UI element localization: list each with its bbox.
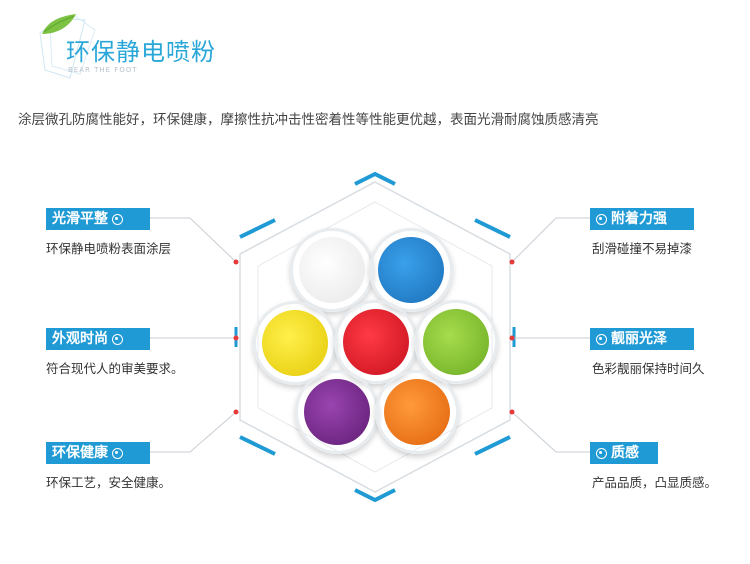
target-icon — [112, 447, 123, 459]
feature-gloss-desc: 色彩靓丽保持时间久 — [592, 361, 705, 376]
yellow-powder-cup — [253, 301, 337, 385]
feature-eco-desc: 环保工艺，安全健康。 — [46, 475, 172, 490]
feature-texture-desc: 产品品质，凸显质感。 — [592, 475, 718, 490]
intro-text: 涂层微孔防腐性能好，环保健康，摩擦性抗冲击性密着性等性能更优越，表面光滑耐腐蚀质… — [18, 112, 599, 128]
target-icon — [596, 213, 607, 225]
feature-adhesion-tag: 附着力强 — [590, 208, 694, 230]
page-subtitle: BEAR THE FOOT — [68, 66, 138, 74]
green-powder-cup — [414, 300, 498, 384]
blue-powder-cup — [369, 228, 453, 312]
feature-title: 光滑平整 — [52, 211, 108, 227]
feature-title: 环保健康 — [52, 445, 108, 461]
logo-frame — [39, 14, 96, 79]
target-icon — [112, 333, 123, 345]
target-icon — [596, 333, 607, 345]
target-icon — [596, 447, 607, 459]
red-powder-cup — [334, 300, 418, 384]
feature-smooth-tag: 光滑平整 — [46, 208, 150, 230]
feature-fashion-tag: 外观时尚 — [46, 328, 150, 350]
feature-title: 靓丽光泽 — [611, 331, 667, 347]
orange-powder-cup — [375, 370, 459, 454]
feature-eco-tag: 环保健康 — [46, 442, 150, 464]
feature-adhesion-desc: 刮滑碰撞不易掉漆 — [592, 241, 693, 256]
feature-texture-tag: 质感 — [590, 442, 658, 464]
feature-title: 质感 — [611, 445, 639, 461]
page-title: 环保静电喷粉 — [66, 38, 216, 66]
target-icon — [112, 213, 123, 225]
feature-title: 附着力强 — [611, 211, 667, 227]
feature-fashion-desc: 符合现代人的审美要求。 — [46, 361, 184, 376]
feature-gloss-tag: 靓丽光泽 — [590, 328, 694, 350]
feature-title: 外观时尚 — [52, 331, 108, 347]
white-powder-cup — [290, 228, 374, 312]
feature-smooth-desc: 环保静电喷粉表面涂层 — [46, 241, 172, 256]
